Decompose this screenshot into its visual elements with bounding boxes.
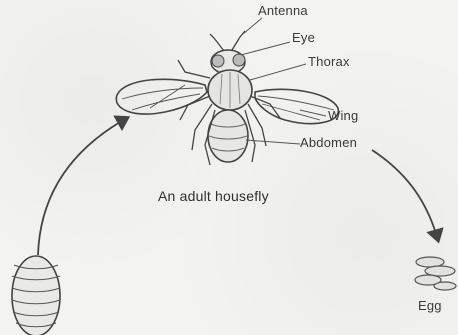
- fly-antennae: [210, 31, 245, 51]
- caption-adult-housefly: An adult housefly: [158, 188, 269, 204]
- fly-eye-right: [233, 54, 245, 66]
- left-wing-veins: [122, 85, 203, 110]
- label-thorax: Thorax: [308, 54, 350, 69]
- right-wing: [255, 89, 338, 123]
- arrow-adult-to-eggs: [372, 150, 438, 240]
- label-abdomen: Abdomen: [300, 135, 357, 150]
- label-eggs: Egg: [418, 298, 442, 313]
- egg-cluster: [415, 257, 456, 290]
- fly-eye-left: [212, 55, 224, 67]
- pupa: [12, 256, 60, 335]
- label-wing: Wing: [328, 108, 358, 123]
- right-wing-veins: [258, 96, 334, 120]
- label-eye: Eye: [292, 30, 315, 45]
- fly-abdomen: [208, 110, 248, 162]
- arrow-pupa-to-adult: [38, 118, 127, 255]
- label-antenna: Antenna: [258, 3, 308, 18]
